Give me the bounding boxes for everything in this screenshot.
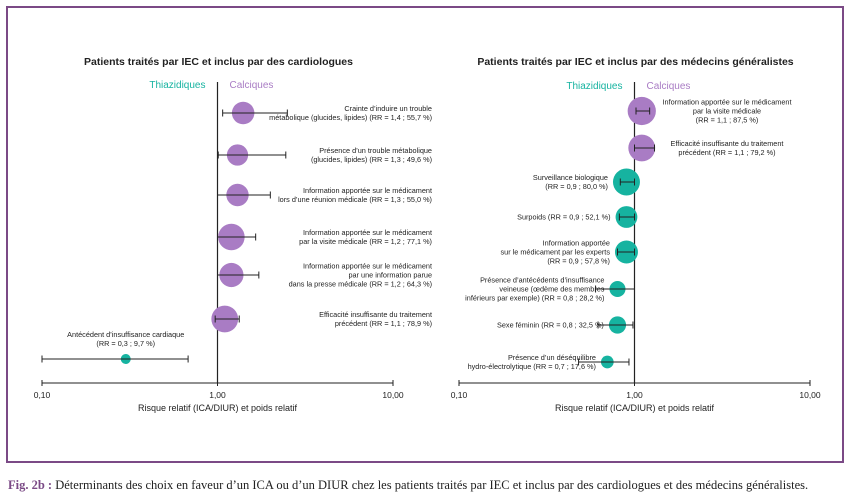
row-label-line: inférieurs par exemple) (RR = 0,8 ; 28,2…: [465, 294, 604, 303]
x-tick-label: 0,10: [451, 390, 468, 400]
row-label-line: Information apportée sur le médicament: [663, 98, 792, 107]
row-label-line: Efficacité insuffisante du traitement: [671, 139, 784, 148]
row-label-line: Présence d’un trouble métabolique: [319, 146, 432, 155]
forest-row: Surpoids (RR = 0,9 ; 52,1 %): [517, 206, 638, 228]
figure-caption: Fig. 2b : Déterminants des choix en fave…: [8, 478, 853, 493]
row-label-line: par la visite médicale: [693, 107, 761, 116]
row-label-line: Présence d’un déséquilibre: [508, 353, 596, 362]
row-label-line: métabolique (glucides, lipides) (RR = 1,…: [269, 113, 432, 122]
forest-row: Présence d’un trouble métabolique(glucid…: [217, 144, 432, 166]
row-label-line: Information apportée sur le médicament: [303, 262, 432, 271]
x-axis-label: Risque relatif (ICA/DIUR) et poids relat…: [555, 403, 715, 413]
caption-label: Fig. 2b :: [8, 478, 53, 492]
x-tick-label: 0,10: [34, 390, 51, 400]
row-label-line: Information apportée sur le médicament: [303, 186, 432, 195]
forest-row: Antécédent d’insuffisance cardiaque(RR =…: [41, 330, 189, 364]
row-label-line: (RR = 0,3 ; 9,7 %): [96, 339, 155, 348]
x-tick-label: 10,00: [382, 390, 404, 400]
row-label: Surveillance biologique(RR = 0,9 ; 80,0 …: [533, 173, 608, 191]
row-label-line: Crainte d’induire un trouble: [344, 104, 432, 113]
row-label-line: précédent (RR = 1,1 ; 79,2 %): [678, 148, 775, 157]
row-label-line: hydro-électrolytique (RR = 0,7 ; 17,6 %): [468, 362, 596, 371]
row-label-line: veineuse (œdème des membres: [499, 285, 604, 294]
panel-title: Patients traités par IEC et inclus par d…: [84, 56, 353, 68]
right-group-header: Calciques: [230, 80, 274, 91]
row-label-line: Sexe féminin (RR = 0,8 ; 32,5 %): [497, 321, 604, 330]
x-tick-label: 1,00: [626, 390, 643, 400]
forest-row: Surveillance biologique(RR = 0,9 ; 80,0 …: [533, 168, 640, 196]
row-label-line: (RR = 0,9 ; 80,0 %): [545, 182, 608, 191]
x-tick-label: 10,00: [799, 390, 821, 400]
row-label-line: Antécédent d’insuffisance cardiaque: [67, 330, 184, 339]
row-label: Sexe féminin (RR = 0,8 ; 32,5 %): [497, 321, 604, 330]
row-label: Surpoids (RR = 0,9 ; 52,1 %): [517, 213, 610, 222]
row-label-line: lors d’une réunion médicale (RR = 1,3 ; …: [278, 195, 432, 204]
panel-title: Patients traités par IEC et inclus par d…: [477, 56, 793, 68]
row-label-line: par une information parue: [348, 271, 432, 280]
row-label-line: Efficacité insuffisante du traitement: [319, 310, 432, 319]
left-group-header: Thiazidiques: [566, 81, 622, 92]
row-label-line: sur le médicament par les experts: [500, 248, 610, 257]
row-label-line: (glucides, lipides) (RR = 1,3 ; 49,6 %): [311, 155, 432, 164]
row-label-line: Présence d’antécédents d’insuffisance: [480, 276, 604, 285]
forest-panel-1: Patients traités par IEC et inclus par d…: [34, 56, 432, 413]
row-label-line: Surpoids (RR = 0,9 ; 52,1 %): [517, 213, 610, 222]
row-label-line: Information apportée sur le médicament: [303, 228, 432, 237]
caption-text: Déterminants des choix en faveur d’un IC…: [52, 478, 809, 492]
forest-row: Sexe féminin (RR = 0,8 ; 32,5 %): [497, 316, 634, 334]
row-label-line: précédent (RR = 1,1 ; 78,9 %): [335, 319, 432, 328]
row-label: Antécédent d’insuffisance cardiaque(RR =…: [67, 330, 184, 348]
row-label-line: par la visite médicale (RR = 1,2 ; 77,1 …: [299, 237, 432, 246]
row-label: Présence d’un trouble métabolique(glucid…: [311, 146, 432, 164]
row-label-line: Surveillance biologique: [533, 173, 608, 182]
left-group-header: Thiazidiques: [149, 80, 205, 91]
row-label-line: Information apportée: [543, 239, 610, 248]
figure-frame: [6, 6, 844, 463]
row-label-line: (RR = 1,1 ; 87,5 %): [696, 116, 759, 125]
forest-plot-figure: Patients traités par IEC et inclus par d…: [34, 56, 821, 413]
x-axis-label: Risque relatif (ICA/DIUR) et poids relat…: [138, 403, 298, 413]
row-label-line: dans la presse médicale (RR = 1,2 ; 64,3…: [289, 280, 432, 289]
forest-panel-2: Patients traités par IEC et inclus par d…: [451, 56, 821, 413]
row-label-line: (RR = 0,9 ; 57,8 %): [547, 257, 610, 266]
x-tick-label: 1,00: [209, 390, 226, 400]
right-group-header: Calciques: [647, 81, 691, 92]
